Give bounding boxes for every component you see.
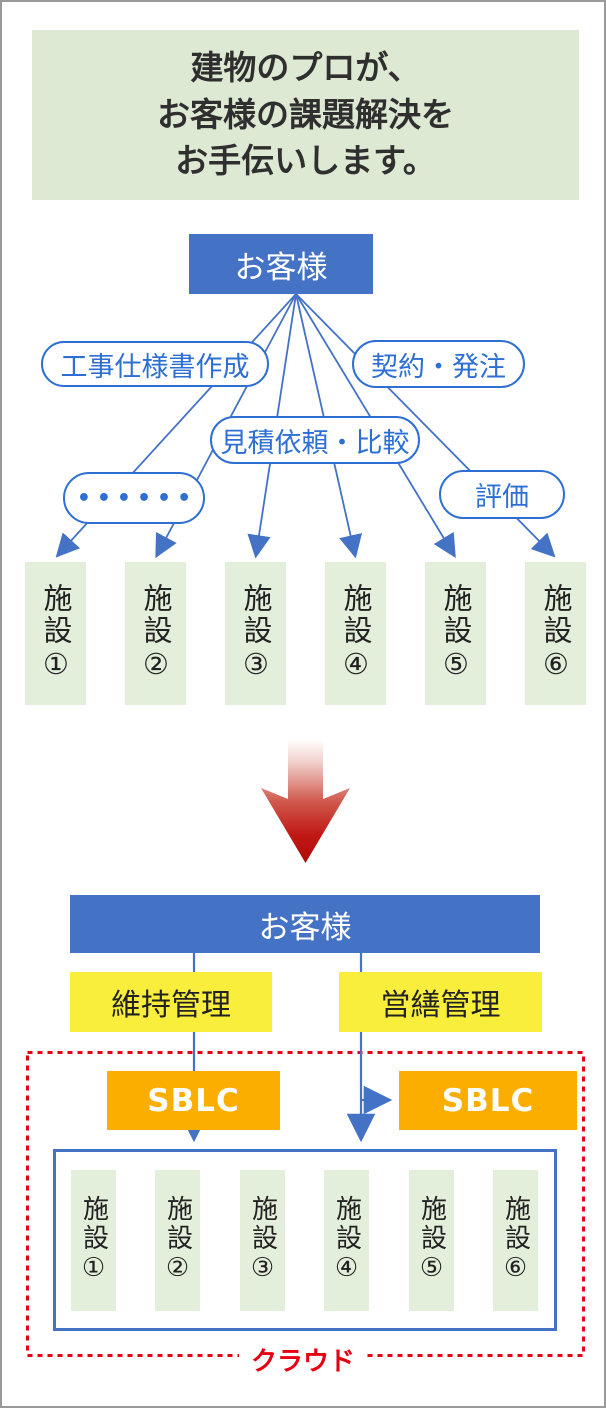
- sblc-box-left: SBLC: [107, 1071, 280, 1130]
- header-banner: 建物のプロが、 お客様の課題解決を お手伝いします。: [32, 30, 579, 200]
- facility-label: 施設③: [239, 583, 273, 684]
- facility-after-3: 施設③: [240, 1170, 285, 1311]
- task-pill-evaluate: 評価: [439, 470, 565, 519]
- task-pill-spec: 工事仕様書作成: [41, 341, 269, 387]
- facility-label: 施設②: [139, 583, 173, 684]
- facility-before-3: 施設③: [225, 562, 286, 705]
- header-line-1: 建物のプロが、: [190, 47, 421, 87]
- facility-label: 施設⑤: [416, 1195, 447, 1286]
- customer-box-before: お客様: [189, 234, 373, 294]
- sblc-box-right: SBLC: [399, 1071, 577, 1130]
- task-pill-more: ••••••: [63, 472, 205, 524]
- facility-label: 施設③: [247, 1195, 278, 1286]
- header-line-2: お客様の課題解決を: [157, 94, 454, 134]
- facility-label: 施設②: [162, 1195, 193, 1286]
- facility-after-5: 施設⑤: [409, 1170, 454, 1311]
- facility-label: 施設④: [339, 583, 373, 684]
- task-pill-estimate: 見積依頼・比較: [210, 416, 420, 464]
- facility-label: 施設⑥: [539, 583, 573, 684]
- facility-before-2: 施設②: [125, 562, 186, 705]
- facility-after-6: 施設⑥: [493, 1170, 538, 1311]
- facility-label: 施設④: [331, 1195, 362, 1286]
- facilities-container: [53, 1149, 557, 1331]
- header-line-3: お手伝いします。: [175, 141, 436, 181]
- facility-before-1: 施設①: [25, 562, 86, 705]
- repair-box: 営繕管理: [339, 972, 542, 1032]
- facility-before-6: 施設⑥: [525, 562, 586, 705]
- facility-label: 施設①: [39, 583, 73, 684]
- facility-after-1: 施設①: [71, 1170, 116, 1311]
- customer-box-after: お客様: [70, 895, 540, 953]
- cloud-label: クラウド: [238, 1341, 368, 1378]
- facility-label: 施設⑤: [439, 583, 473, 684]
- facility-label: 施設⑥: [500, 1195, 531, 1286]
- down-arrow-icon: [261, 739, 350, 863]
- maintenance-box: 維持管理: [70, 972, 272, 1032]
- facility-label: 施設①: [78, 1195, 109, 1286]
- facility-after-2: 施設②: [155, 1170, 200, 1311]
- facility-after-4: 施設④: [324, 1170, 369, 1311]
- facility-before-4: 施設④: [325, 562, 386, 705]
- task-pill-contract: 契約・発注: [352, 340, 525, 388]
- facility-before-5: 施設⑤: [425, 562, 486, 705]
